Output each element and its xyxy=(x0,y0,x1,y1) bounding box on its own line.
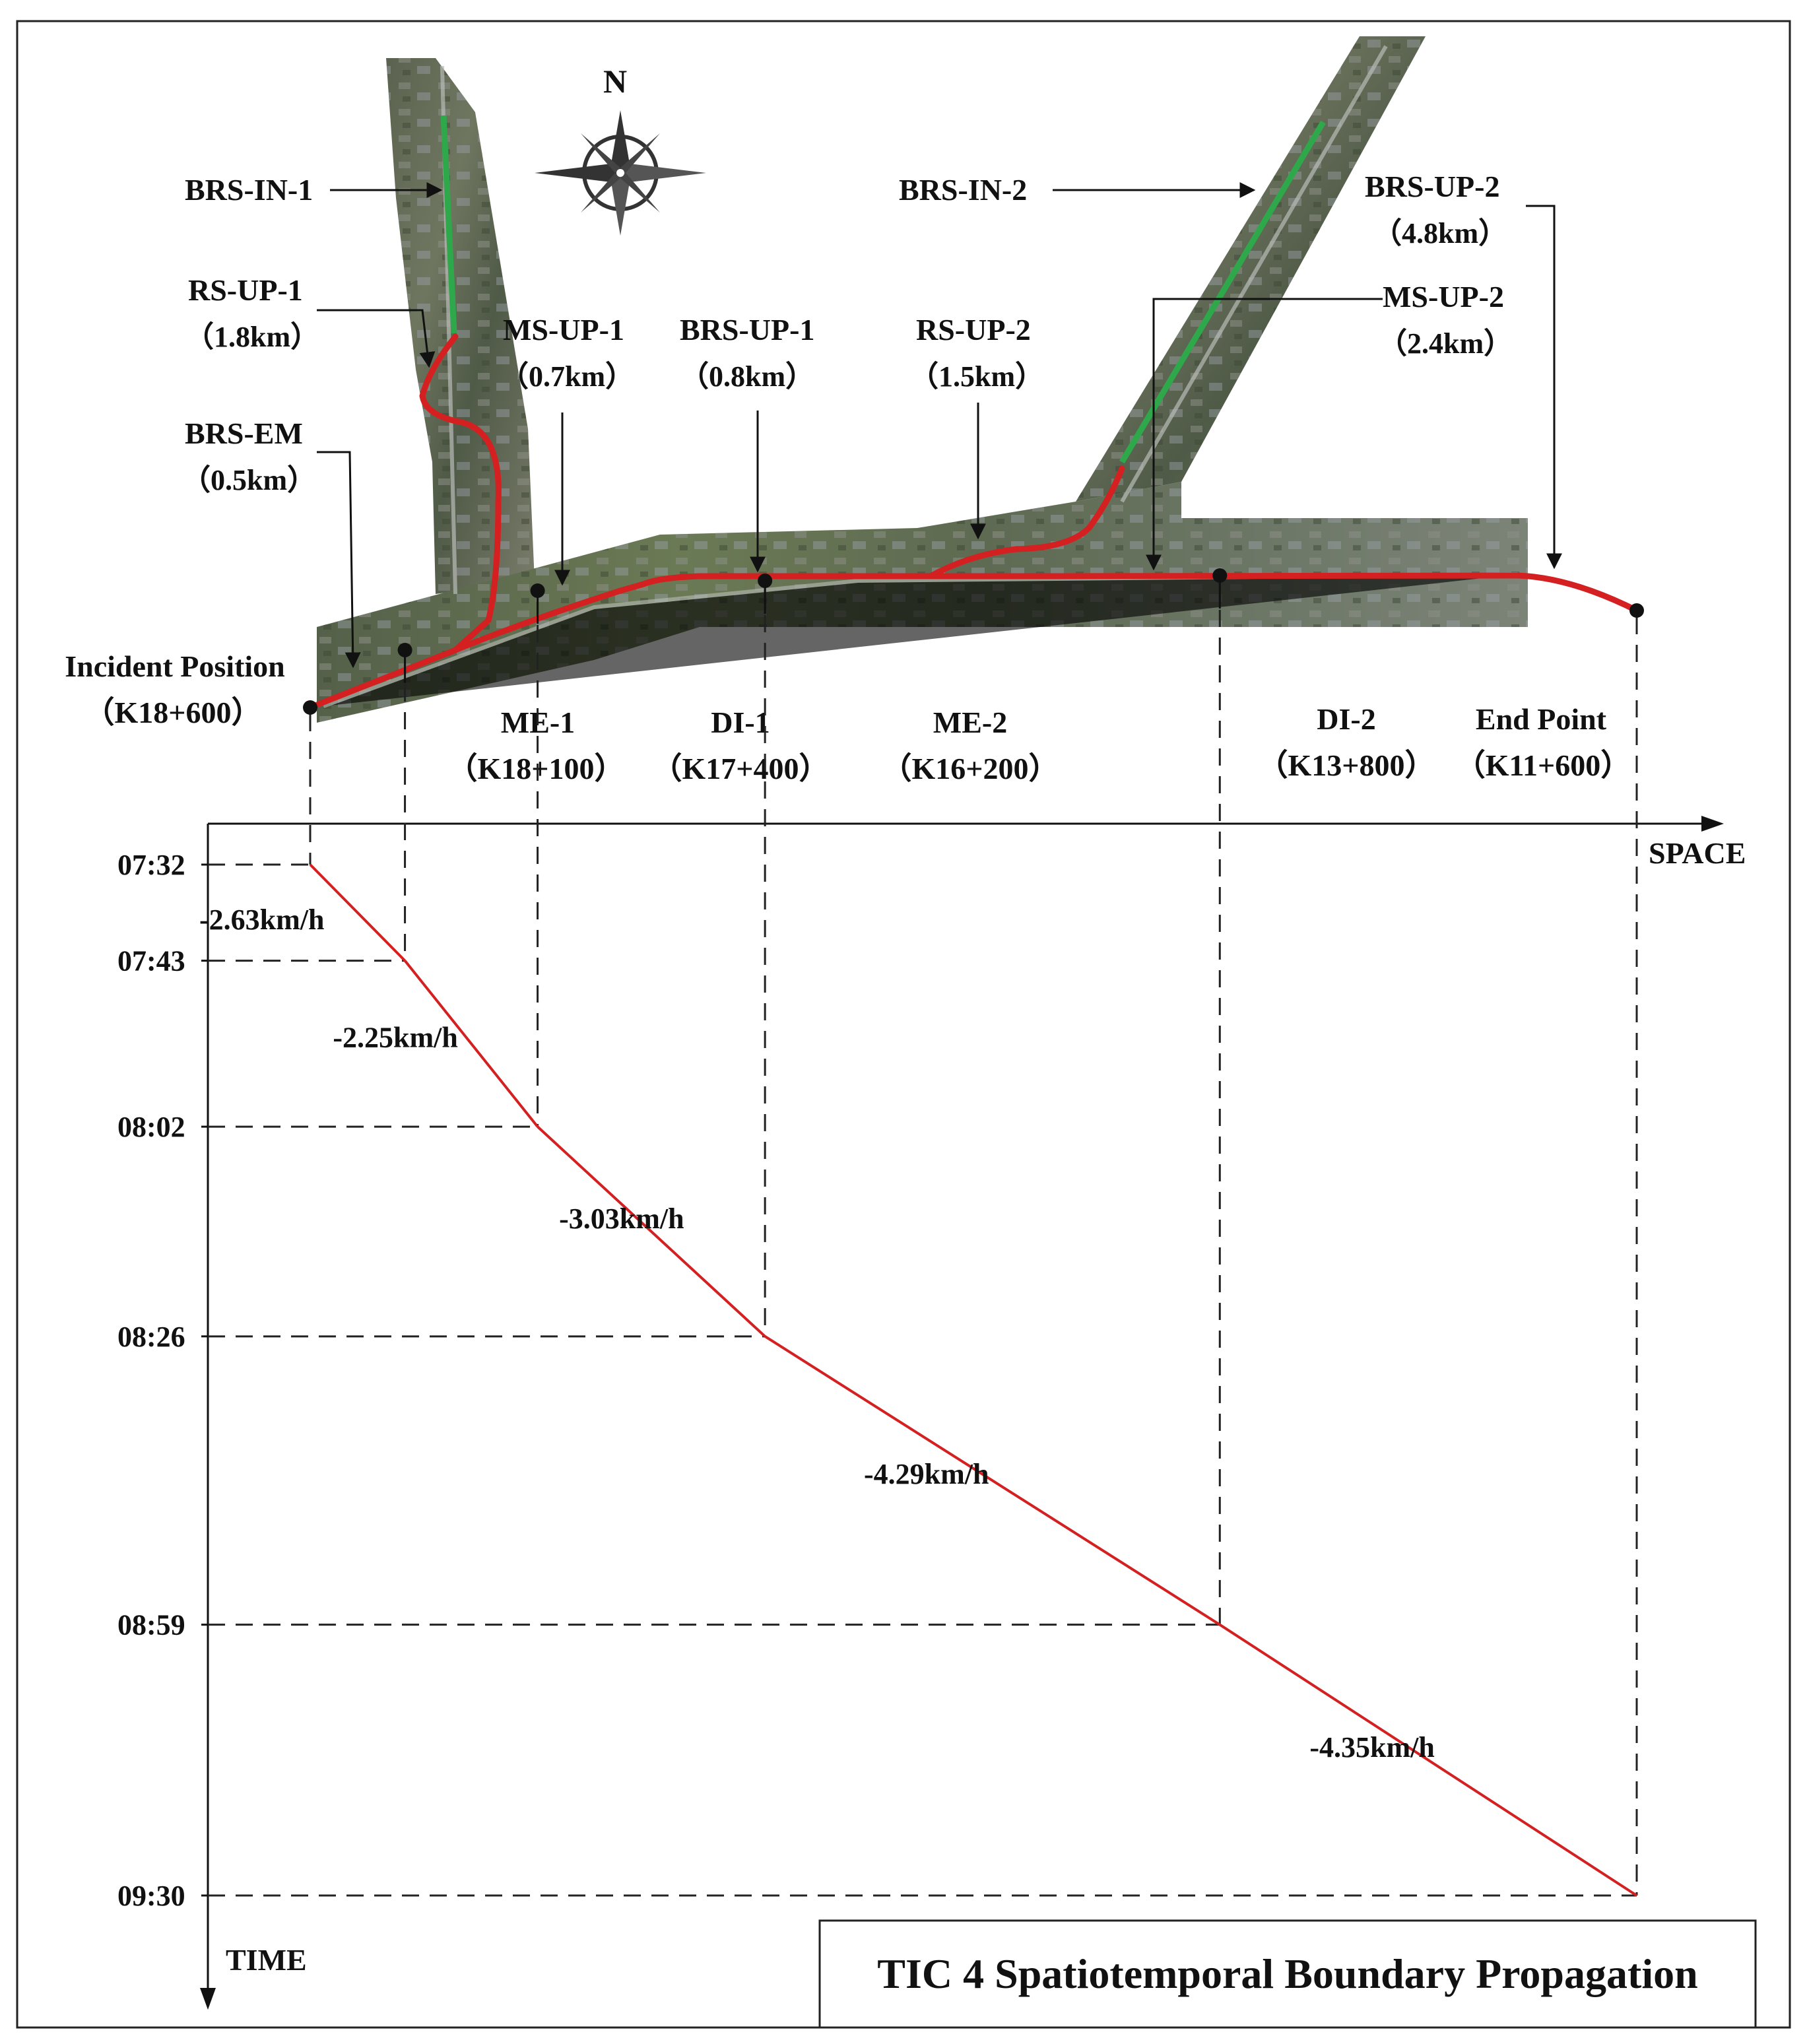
map-labels: BRS-IN-1 RS-UP-1 （1.8km） BRS-EM （0.5km） … xyxy=(181,170,1513,496)
axes xyxy=(200,816,1724,2010)
segment-km-end: （K11+600） xyxy=(1455,748,1631,782)
segment-boundary-dots xyxy=(303,568,1644,715)
time-tick-labels: 07:32 07:43 08:02 08:26 08:59 09:30 xyxy=(117,849,208,1912)
segment-boundary-dot-5 xyxy=(1629,603,1644,618)
space-axis-arrow-icon xyxy=(1701,816,1724,832)
label-brs-up-2-length: （4.8km） xyxy=(1373,217,1507,249)
speed-label-1: -2.25km/h xyxy=(333,1021,457,1053)
boundary-route xyxy=(307,333,1640,711)
time-tick-label-1: 07:43 xyxy=(117,945,185,977)
time-tick-label-5: 09:30 xyxy=(117,1880,185,1912)
label-ms-up-1-length: （0.7km） xyxy=(500,360,634,393)
bottleneck-segment-1 xyxy=(440,115,457,334)
figure-title: TIC 4 Spatiotemporal Boundary Propagatio… xyxy=(877,1950,1697,1997)
segment-km-me-2: （K16+200） xyxy=(882,752,1059,785)
label-brs-in-2: BRS-IN-2 xyxy=(899,173,1027,207)
segment-name-incident: Incident Position xyxy=(65,649,285,683)
speed-labels: -2.63km/h -2.25km/h -3.03km/h -4.29km/h -4.3… xyxy=(199,904,1435,1764)
propagation-segment-0 xyxy=(309,863,406,962)
propagation-segment-4 xyxy=(1219,1623,1638,1897)
segment-boundary-dot-0 xyxy=(303,700,317,715)
time-tick-label-4: 08:59 xyxy=(117,1609,185,1641)
compass-north-label: N xyxy=(603,63,627,100)
label-brs-in-1: BRS-IN-1 xyxy=(185,173,313,207)
label-brs-up-1: BRS-UP-1 xyxy=(680,313,814,346)
callout-leaders xyxy=(317,182,1562,669)
label-rs-up-2-length: （1.5km） xyxy=(909,360,1044,393)
time-axis-label: TIME xyxy=(226,1943,307,1977)
segment-km-me-1: （K18+100） xyxy=(447,752,625,785)
propagation-segment-2 xyxy=(537,1125,766,1338)
label-brs-em-length: （0.5km） xyxy=(181,464,316,496)
segment-labels: Incident Position （K18+600） ME-1 （K18+10… xyxy=(65,649,1631,785)
propagation-segment-3 xyxy=(764,1335,1221,1626)
segment-km-di-1: （K17+400） xyxy=(652,752,830,785)
label-ms-up-1: MS-UP-1 xyxy=(503,313,624,346)
label-ms-up-2: MS-UP-2 xyxy=(1383,280,1504,313)
time-axis-arrow-icon xyxy=(200,1988,216,2010)
label-brs-up-1-length: （0.8km） xyxy=(680,360,814,393)
compass-rose-icon xyxy=(535,110,706,236)
propagation-line xyxy=(309,863,1638,1897)
label-ms-up-2-length: （2.4km） xyxy=(1378,327,1513,360)
label-rs-up-1-length: （1.8km） xyxy=(185,321,319,353)
speed-label-4: -4.35km/h xyxy=(1309,1731,1434,1764)
segment-km-di-2: （K13+800） xyxy=(1258,748,1435,782)
time-tick-label-3: 08:26 xyxy=(117,1321,185,1353)
speed-label-3: -4.29km/h xyxy=(864,1458,989,1490)
segment-name-me-2: ME-2 xyxy=(933,706,1007,739)
bottleneck-segment-2 xyxy=(1119,120,1326,464)
speed-label-2: -3.03km/h xyxy=(559,1203,684,1235)
segment-name-di-2: DI-2 xyxy=(1317,702,1375,736)
time-tick-label-2: 08:02 xyxy=(117,1111,185,1143)
label-rs-up-2: RS-UP-2 xyxy=(916,313,1031,346)
segment-km-incident: （K18+600） xyxy=(84,696,262,729)
segment-name-di-1: DI-1 xyxy=(711,706,770,739)
title-box xyxy=(818,1919,1757,2029)
space-axis-label: SPACE xyxy=(1649,836,1746,870)
label-rs-up-1: RS-UP-1 xyxy=(188,273,303,307)
segment-name-end: End Point xyxy=(1476,702,1607,736)
time-tick-label-0: 07:32 xyxy=(117,849,185,881)
propagation-segment-1 xyxy=(404,960,539,1128)
label-brs-up-2: BRS-UP-2 xyxy=(1365,170,1499,203)
label-brs-em: BRS-EM xyxy=(185,416,303,450)
dashed-guides xyxy=(208,582,1638,1897)
speed-label-0: -2.63km/h xyxy=(199,904,324,936)
